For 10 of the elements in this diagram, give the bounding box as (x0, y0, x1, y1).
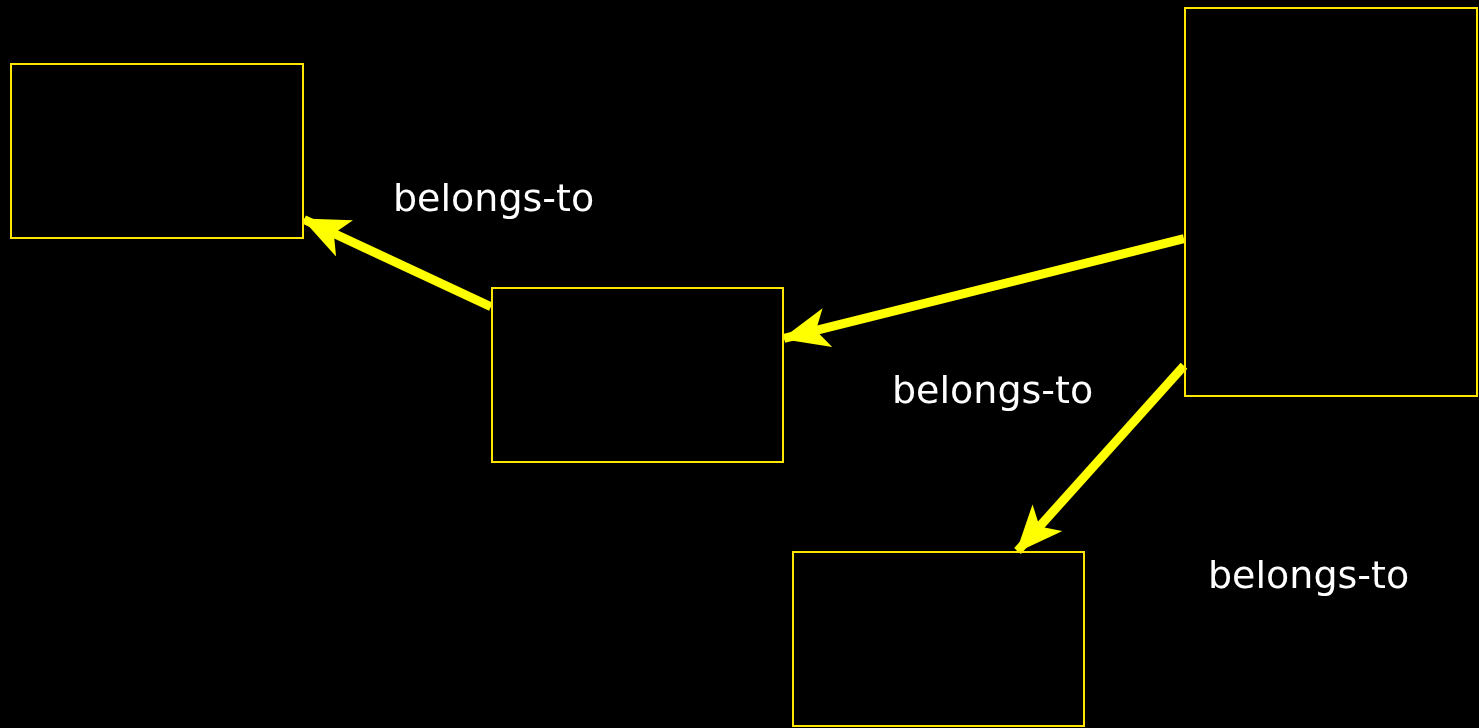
empty-box (10, 63, 304, 239)
arrow (781, 234, 1186, 348)
arrow (1014, 362, 1188, 554)
empty-box (1184, 7, 1478, 397)
empty-box (491, 287, 784, 463)
empty-box (792, 551, 1085, 727)
edge-label: belongs-to (1208, 555, 1410, 597)
edge-label: belongs-to (393, 178, 595, 220)
edge-label: belongs-to (892, 370, 1094, 412)
arrow (301, 215, 493, 311)
